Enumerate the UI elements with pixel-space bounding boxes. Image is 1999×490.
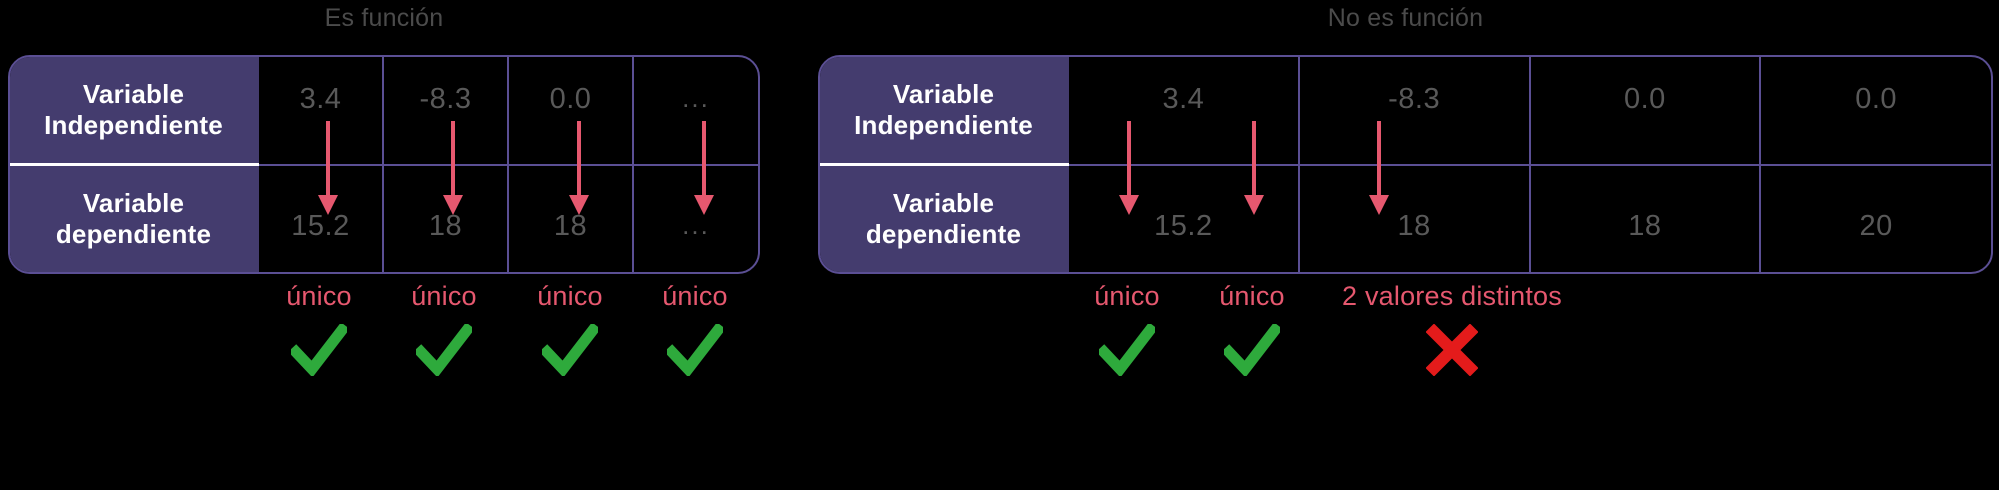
row-label-line-2: Independiente <box>854 110 1033 140</box>
cross-icon <box>1284 324 1620 380</box>
panel-title: No es función <box>1327 4 1484 32</box>
panel-title: Es función <box>324 4 444 32</box>
annotation-2: 2 valores distintos <box>1284 283 1620 380</box>
cell-independent-2: 0.0 <box>507 57 634 166</box>
row-label-line-1: Variable <box>892 188 995 219</box>
check-icon <box>632 324 758 380</box>
value-dependent-2: 18 <box>553 209 588 242</box>
cell-independent-0: 3.4 <box>1067 57 1300 166</box>
annotations: único único único único <box>8 283 760 490</box>
cell-independent-1: -8.3 <box>1297 57 1531 166</box>
value-dependent-1: 18 <box>428 209 463 242</box>
annotation-1: único <box>381 283 507 380</box>
cell-dependent-2: 18 <box>1528 163 1762 272</box>
cell-dependent-1: 18 <box>382 163 509 272</box>
value-independent-0: 3.4 <box>299 83 342 115</box>
cell-dependent-1: 18 <box>1297 163 1531 272</box>
annotation-label-1: único <box>411 281 477 311</box>
annotation-0: único <box>256 283 382 380</box>
row-label-dependent: Variable dependiente <box>10 164 259 272</box>
annotation-2: único <box>507 283 633 380</box>
row-label-line-2: dependiente <box>865 219 1022 249</box>
annotation-label-3: único <box>662 281 728 311</box>
value-dependent-3: ... <box>682 209 710 240</box>
annotation-label-0: único <box>1094 281 1160 311</box>
value-dependent-0: 15.2 <box>291 209 350 242</box>
annotation-label-2: único <box>537 281 603 311</box>
value-dependent-0: 15.2 <box>1154 209 1213 242</box>
cell-dependent-3: 20 <box>1759 163 1991 272</box>
check-icon <box>1189 324 1315 380</box>
annotation-0: único <box>1064 283 1190 380</box>
table-row-dependent: Variable dependiente 15.2 18 18 ... <box>10 163 758 272</box>
function-table: Variable Independiente 3.4 -8.3 0.0 ... <box>8 55 760 274</box>
cell-independent-2: 0.0 <box>1528 57 1762 166</box>
annotation-label-1: único <box>1219 281 1285 311</box>
check-icon <box>381 324 507 380</box>
value-independent-1: -8.3 <box>419 83 472 115</box>
row-label-independent: Variable Independiente <box>820 57 1069 166</box>
annotation-label-0: único <box>286 281 352 311</box>
function-table: Variable Independiente 3.4 -8.3 0.0 0.0 <box>818 55 1993 274</box>
cell-independent-0: 3.4 <box>257 57 384 166</box>
value-independent-3: ... <box>682 83 710 113</box>
row-label-line-1: Variable <box>82 188 185 219</box>
cell-independent-1: -8.3 <box>382 57 509 166</box>
row-label-line-1: Variable <box>892 79 995 110</box>
cell-dependent-3: ... <box>632 163 758 272</box>
value-independent-2: 0.0 <box>549 83 592 115</box>
panel-no-es-funcion: No es función Variable Independiente 3.4… <box>818 0 1993 490</box>
cell-dependent-0: 15.2 <box>257 163 384 272</box>
row-label-line-2: dependiente <box>55 219 212 249</box>
table: Variable Independiente 3.4 -8.3 0.0 0.0 <box>820 57 1991 272</box>
value-dependent-3: 20 <box>1859 209 1893 242</box>
row-label-independent: Variable Independiente <box>10 57 259 166</box>
check-icon <box>1064 324 1190 380</box>
annotation-3: único <box>632 283 758 380</box>
cell-dependent-0: 15.2 <box>1067 163 1300 272</box>
table: Variable Independiente 3.4 -8.3 0.0 ... <box>10 57 758 272</box>
annotation-1: único <box>1189 283 1315 380</box>
value-independent-0: 3.4 <box>1162 83 1205 115</box>
table-row-dependent: Variable dependiente 15.2 18 18 20 <box>820 163 1991 272</box>
cell-dependent-2: 18 <box>507 163 634 272</box>
check-icon <box>507 324 633 380</box>
value-independent-1: -8.3 <box>1388 83 1441 115</box>
table-row-independent: Variable Independiente 3.4 -8.3 0.0 0.0 <box>820 57 1991 166</box>
cell-independent-3: 0.0 <box>1759 57 1991 166</box>
row-label-line-1: Variable <box>82 79 185 110</box>
check-icon <box>256 324 382 380</box>
value-independent-3: 0.0 <box>1855 83 1898 115</box>
annotation-label-2: 2 valores distintos <box>1342 281 1562 311</box>
table-row-independent: Variable Independiente 3.4 -8.3 0.0 ... <box>10 57 758 166</box>
annotations: único único 2 valores distintos <box>818 283 1993 490</box>
row-label-dependent: Variable dependiente <box>820 164 1069 272</box>
value-independent-2: 0.0 <box>1623 83 1666 115</box>
panel-es-funcion: Es función Variable Independiente 3.4 -8… <box>8 0 760 490</box>
cell-independent-3: ... <box>632 57 758 166</box>
value-dependent-1: 18 <box>1397 209 1431 242</box>
value-dependent-2: 18 <box>1628 209 1662 242</box>
row-label-line-2: Independiente <box>44 110 223 140</box>
